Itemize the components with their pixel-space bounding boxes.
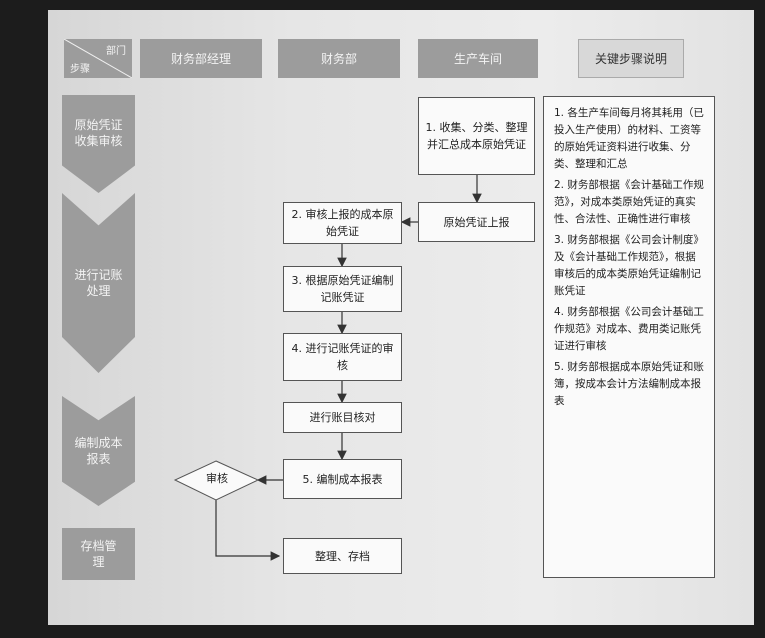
note-step-2: 2. 财务部根据《会计基础工作规范》，对成本类原始凭证的真实性、合法性、正确性进…	[554, 179, 704, 225]
stage-label: 进行记账处理	[74, 268, 123, 298]
decision-audit-label: 审核	[206, 472, 228, 485]
box-cost-report: 5. 编制成本报表	[283, 459, 402, 499]
stage-label: 存档管理	[80, 539, 117, 569]
note-step-1: 1. 各生产车间每月将其耗用（已投入生产使用）的材料、工资等的原始凭证资料进行收…	[554, 107, 704, 170]
stage-bookkeeping: 进行记账处理	[62, 193, 135, 373]
stage-label: 编制成本报表	[74, 436, 123, 466]
corner-label-department: 部门	[106, 46, 126, 57]
column-header-finance-manager: 财务部经理	[140, 39, 262, 78]
column-header-workshop: 生产车间	[418, 39, 538, 78]
key-step-notes: 1. 各生产车间每月将其耗用（已投入生产使用）的材料、工资等的原始凭证资料进行收…	[543, 96, 715, 578]
stage-archive: 存档管理	[62, 528, 135, 580]
note-step-3: 3. 财务部根据《公司会计制度》及《会计基础工作规范》，根据审核后的成本类原始凭…	[554, 234, 704, 297]
box-archive: 整理、存档	[283, 538, 402, 574]
note-step-4: 4. 财务部根据《公司会计基础工作规范》对成本、费用类记账凭证进行审核	[554, 306, 704, 352]
note-step-5: 5. 财务部根据成本原始凭证和账簿，按成本会计方法编制成本报表	[554, 361, 704, 407]
column-header-notes: 关键步骤说明	[578, 39, 684, 78]
decision-diamond	[173, 460, 260, 501]
box-reconcile: 进行账目核对	[283, 402, 402, 433]
box-upload-vouchers: 原始凭证上报	[418, 202, 535, 242]
box-review-uploaded: 2. 审核上报的成本原始凭证	[283, 202, 402, 244]
corner-diagonal	[64, 39, 132, 78]
header-corner-cell: 部门 步骤	[64, 39, 132, 78]
box-review-voucher: 4. 进行记账凭证的审核	[283, 333, 402, 381]
box-collect-vouchers: 1. 收集、分类、整理并汇总成本原始凭证	[418, 97, 535, 175]
stage-label: 原始凭证收集审核	[74, 118, 123, 148]
stage-cost-report: 编制成本报表	[62, 396, 135, 506]
corner-label-step: 步骤	[70, 64, 90, 75]
box-make-voucher: 3. 根据原始凭证编制记账凭证	[283, 266, 402, 312]
column-header-finance-dept: 财务部	[278, 39, 400, 78]
arrow-audit-to-archive	[215, 500, 281, 561]
